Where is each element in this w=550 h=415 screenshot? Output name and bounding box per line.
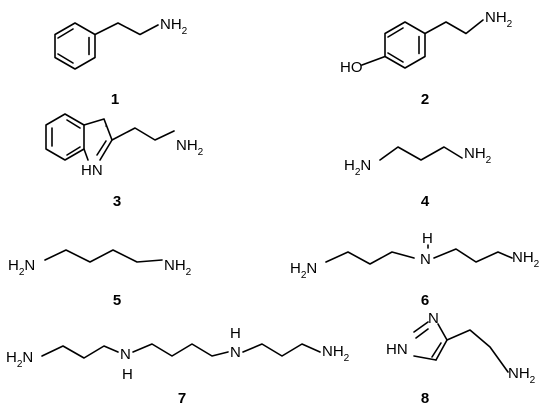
aromatic-bond	[57, 28, 74, 39]
compound-8: N HN NH2 8	[386, 310, 536, 407]
compound-1-structure	[54, 22, 159, 70]
compound-1-number: 1	[111, 91, 119, 108]
amine-left-label: H2N	[6, 349, 33, 370]
imidazole-bond	[413, 321, 429, 333]
ring-n-label: N	[428, 310, 439, 327]
compound-2: NH2 HO 2	[340, 9, 513, 108]
ethylamine-chain	[424, 19, 484, 35]
hydroxyl-bond	[361, 55, 386, 66]
ethylamine-chain	[446, 329, 509, 373]
compound-4-structure	[379, 146, 463, 161]
amine-label: NH2	[508, 365, 536, 386]
propyl-chain-left	[41, 345, 119, 359]
compound-4-number: 4	[421, 193, 430, 210]
aromatic-bond	[57, 53, 74, 64]
ring-nh-label: HN	[81, 162, 103, 179]
aromatic-bond	[387, 52, 404, 63]
ethylamine-chain	[94, 22, 159, 36]
compound-7: H2N N H H N NH2 7	[6, 325, 350, 407]
amine-label: NH2	[176, 137, 204, 158]
compound-6-structure	[325, 244, 513, 265]
amine-right-label: NH2	[512, 249, 540, 270]
pyrrole-bond	[99, 139, 113, 161]
amine-label: NH2	[485, 9, 513, 30]
hydroxyl-label: HO	[340, 59, 363, 76]
pentane-chain	[44, 249, 163, 263]
imine-2-n-label: N	[230, 344, 241, 361]
compound-8-structure	[413, 321, 509, 373]
propyl-chain-right	[242, 343, 321, 357]
imidazole-bond	[437, 323, 448, 341]
amine-right-label: NH2	[164, 257, 192, 278]
amine-right-label: NH2	[322, 343, 350, 364]
imidazole-bond	[413, 355, 437, 361]
butyl-chain	[325, 251, 415, 265]
imidazole-double-bond	[415, 328, 429, 339]
compound-7-structure	[41, 343, 321, 359]
compound-5: H2N NH2 5	[8, 249, 192, 309]
compound-6: H2N H N NH2 6	[290, 230, 540, 309]
compound-5-structure	[44, 249, 163, 263]
imidazole-double-bond	[431, 342, 442, 358]
amine-left-label: H2N	[290, 260, 317, 281]
compound-3-number: 3	[113, 193, 121, 210]
pyrrole-bond	[83, 118, 113, 141]
amine-right-label: NH2	[464, 145, 492, 166]
compound-4: H2N NH2 4	[344, 145, 492, 210]
compound-6-number: 6	[421, 292, 429, 309]
pyrrole-double-bond	[96, 140, 107, 156]
compound-1: NH2 1	[54, 16, 188, 108]
compound-2-number: 2	[421, 91, 429, 108]
imidazole-bond	[435, 339, 448, 361]
compound-3: NH2 HN 3	[45, 113, 204, 210]
propyl-chain	[433, 248, 513, 263]
compound-5-number: 5	[113, 292, 121, 309]
imine-h-label: H	[422, 230, 433, 247]
ring-hn-label: HN	[386, 341, 408, 358]
butane-chain	[379, 146, 463, 161]
amine-left-label: H2N	[8, 257, 35, 278]
pyrrole-bond	[83, 148, 89, 161]
aromatic-bond	[387, 27, 404, 38]
compound-7-number: 7	[178, 390, 186, 407]
imine-1-h-label: H	[122, 366, 133, 383]
compound-3-structure	[45, 113, 175, 161]
aromatic-bond	[66, 146, 81, 156]
butyl-chain	[132, 343, 229, 357]
imine-n-label: N	[420, 251, 431, 268]
compound-8-number: 8	[421, 390, 429, 407]
ethylamine-chain	[111, 127, 175, 141]
aromatic-bond	[66, 119, 81, 129]
compound-2-structure	[361, 19, 484, 69]
imine-1-n-label: N	[120, 346, 131, 363]
amine-label: NH2	[160, 16, 188, 37]
amine-left-label: H2N	[344, 157, 371, 178]
imine-2-h-label: H	[230, 325, 241, 342]
